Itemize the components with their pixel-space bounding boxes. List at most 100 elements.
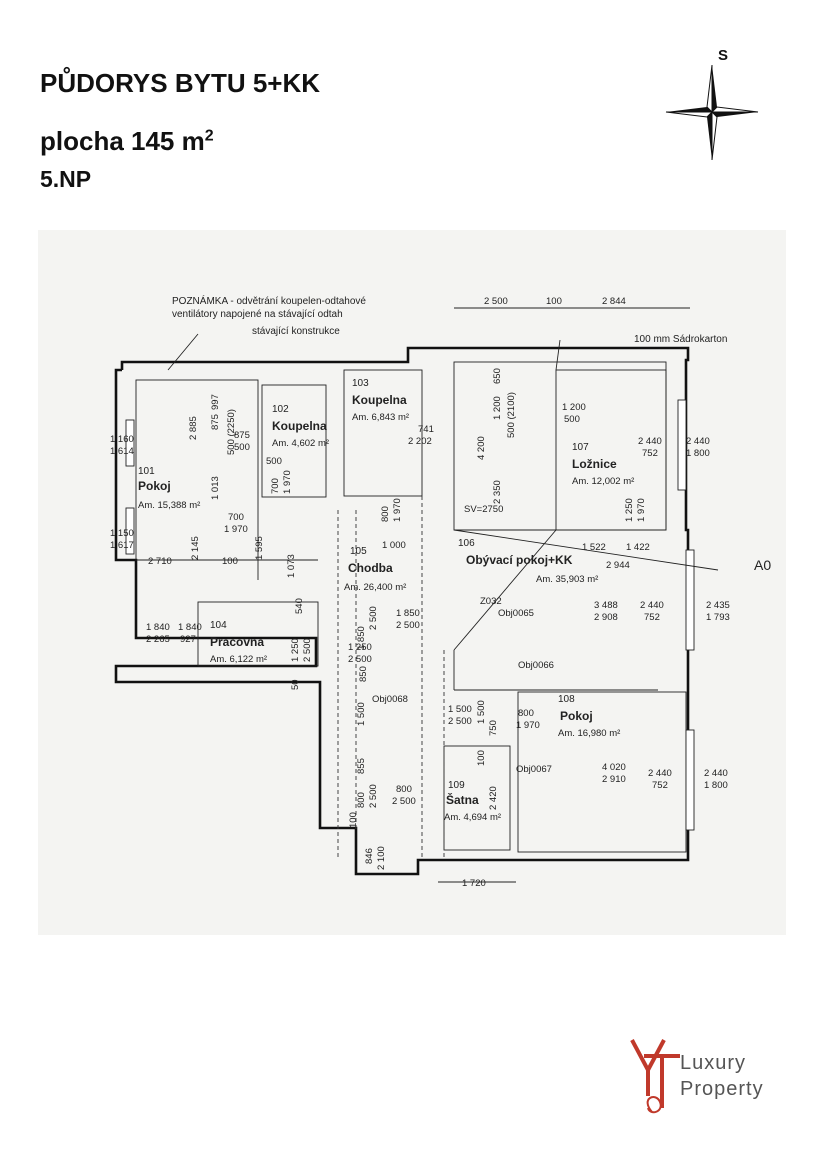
dim-label: 1 200 xyxy=(562,402,586,413)
dim-label: 800 xyxy=(380,506,391,522)
room-102-area: Am. 4,602 m² xyxy=(272,438,329,449)
dim-label: 927 xyxy=(180,634,196,645)
dim-label: 1 013 xyxy=(210,476,221,500)
dim-label: 855 xyxy=(356,758,367,774)
dim-label: 1 970 xyxy=(282,470,293,494)
floor-heading: 5.NP xyxy=(40,166,92,192)
floor-plan-drawing: POZNÁMKA - odvětrání koupelen-odtahové v… xyxy=(110,294,771,889)
dim-label: 2 440 xyxy=(648,768,672,779)
dim-label: 2 440 xyxy=(704,768,728,779)
dim-label: 875 xyxy=(210,414,221,430)
dim-label: 1 840 xyxy=(178,622,202,633)
dim-label: 1 500 xyxy=(476,700,487,724)
dim-label: 752 xyxy=(644,612,660,623)
brand-name-line-1: Luxury xyxy=(680,1052,747,1074)
room-107-area: Am. 12,002 m² xyxy=(572,476,634,487)
note-line-1: POZNÁMKA - odvětrání koupelen-odtahové xyxy=(172,294,366,307)
brand-name-line-2: Property xyxy=(680,1078,764,1100)
dim-label: 997 xyxy=(210,394,221,410)
dim-label: 1 850 xyxy=(356,626,367,650)
dim-label: 1 970 xyxy=(224,524,248,535)
dim-label: 2 910 xyxy=(602,774,626,785)
dim-label: 2 944 xyxy=(606,560,630,571)
dim-label: 4 200 xyxy=(476,436,487,460)
room-103-number: 103 xyxy=(352,378,369,389)
dim-label: 1 800 xyxy=(704,780,728,791)
dim-label: 1 617 xyxy=(110,540,134,551)
dim-label: 1 150 xyxy=(110,528,134,539)
dim-label: 2 500 xyxy=(396,620,420,631)
dim-label: 2 500 xyxy=(368,784,379,808)
dim-label: 1 500 xyxy=(448,704,472,715)
dim-label: 1 614 xyxy=(110,446,134,457)
dim-label: 1 970 xyxy=(636,498,647,522)
dim-label: 750 xyxy=(488,720,499,736)
room-104-number: 104 xyxy=(210,620,227,631)
room-101-name: Pokoj xyxy=(138,479,171,493)
dim-label: 2 500 xyxy=(302,638,313,662)
object-label: Z032 xyxy=(480,596,502,607)
dim-label: 800 xyxy=(356,792,367,808)
dim-label: 100 xyxy=(476,750,487,766)
dim-label: 850 xyxy=(358,666,369,682)
room-101-area: Am. 15,388 m² xyxy=(138,500,200,511)
dim-label: 100 xyxy=(348,812,359,828)
dim-label: 1 850 xyxy=(396,608,420,619)
dim-label: 1 073 xyxy=(286,554,297,578)
sv-label: SV=2750 xyxy=(464,504,503,515)
dim-label: 2 500 xyxy=(348,654,372,665)
section-mark: A0 xyxy=(754,557,771,573)
object-label: Obj0065 xyxy=(498,608,534,619)
dim-label: 741 xyxy=(418,424,434,435)
dim-label: 2 440 xyxy=(686,436,710,447)
dim-label: 100 xyxy=(546,296,562,307)
dim-label: 500 (2250) xyxy=(226,409,237,455)
dim-label: 1 000 xyxy=(382,540,406,551)
dim-label: 2 885 xyxy=(188,416,199,440)
dim-label: 2 350 xyxy=(492,480,503,504)
dim-label: 540 xyxy=(294,598,305,614)
dim-label: 500 xyxy=(266,456,282,467)
dim-label: 100 xyxy=(222,556,238,567)
room-106-name: Obývací pokoj+KK xyxy=(466,553,573,567)
area-heading: plocha 145 m2 xyxy=(40,126,214,157)
dim-label: 846 xyxy=(364,848,375,864)
dim-label: 2 440 xyxy=(640,600,664,611)
dim-label: 1 970 xyxy=(516,720,540,731)
plasterboard-label: 100 mm Sádrokarton xyxy=(634,334,727,345)
yt-logo-icon xyxy=(630,1039,680,1114)
dim-label: 500 xyxy=(564,414,580,425)
room-102-number: 102 xyxy=(272,404,289,415)
object-label: Obj0068 xyxy=(372,694,408,705)
dim-label: 1 500 xyxy=(356,702,367,726)
dim-label: 1 793 xyxy=(706,612,730,623)
room-103-area: Am. 6,843 m² xyxy=(352,412,409,423)
room-104-name: Pracovna xyxy=(210,635,264,649)
room-107-number: 107 xyxy=(572,442,589,453)
dim-label: 752 xyxy=(652,780,668,791)
dim-label: 2 500 xyxy=(392,796,416,807)
dim-label: 700 xyxy=(228,512,244,523)
compass-label: S xyxy=(718,47,728,64)
dim-label: 700 xyxy=(270,478,281,494)
dim-label: 650 xyxy=(492,368,503,384)
dim-label: 1 250 xyxy=(348,642,372,653)
dim-label: 2 145 xyxy=(190,536,201,560)
brand-logo xyxy=(630,1039,680,1114)
dim-label: 752 xyxy=(642,448,658,459)
room-105-area: Am. 26,400 m² xyxy=(344,582,406,593)
dim-label: 4 020 xyxy=(602,762,626,773)
dim-label: 3 488 xyxy=(594,600,618,611)
room-108-area: Am. 16,980 m² xyxy=(558,728,620,739)
area-superscript: 2 xyxy=(204,127,214,145)
room-106-area: Am. 35,903 m² xyxy=(536,574,598,585)
room-109-number: 109 xyxy=(448,780,465,791)
floor-plan: POZNÁMKA - odvětrání koupelen-odtahové v… xyxy=(38,230,786,935)
dim-label: 2 500 xyxy=(484,296,508,307)
dim-label: 2 435 xyxy=(706,600,730,611)
compass-rose-icon: S xyxy=(665,47,759,161)
object-label: Obj0067 xyxy=(516,764,552,775)
existing-construction-label: stávající konstrukce xyxy=(252,326,340,337)
room-104-area: Am. 6,122 m² xyxy=(210,654,267,665)
room-103-name: Koupelna xyxy=(352,393,407,407)
